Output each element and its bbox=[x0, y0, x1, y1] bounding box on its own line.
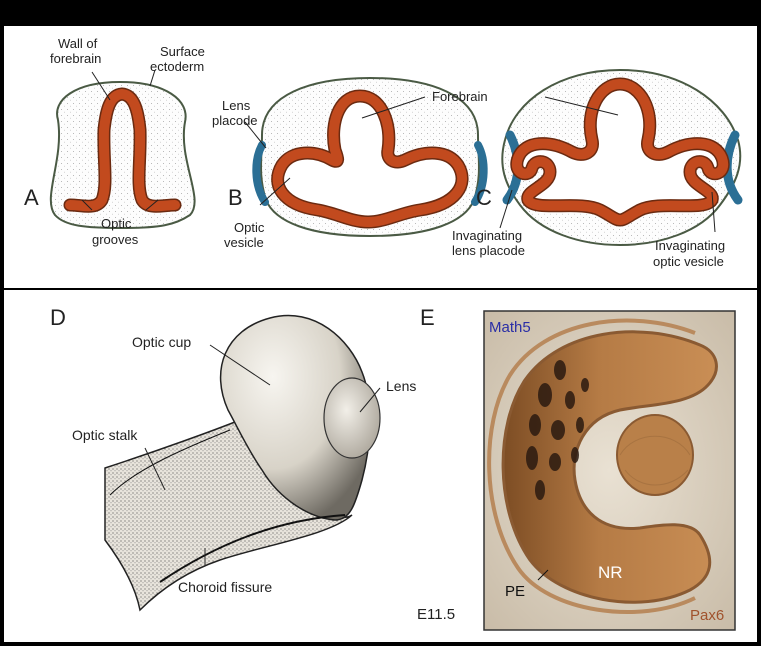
lens-shape bbox=[324, 378, 380, 458]
label-math5: Math5 bbox=[489, 319, 531, 336]
label-lens: Lens bbox=[386, 378, 416, 394]
label-optic-cup: Optic cup bbox=[132, 334, 191, 350]
label-pe: PE bbox=[505, 583, 525, 600]
panel-c-diagram bbox=[500, 70, 740, 245]
label-optic-grooves-1: Optic bbox=[101, 216, 132, 231]
label-invaginating-lens-1: Invaginating bbox=[452, 228, 522, 243]
label-nr: NR bbox=[598, 563, 623, 582]
label-wall-of-forebrain-1: Wall of bbox=[58, 36, 98, 51]
label-optic-grooves-2: grooves bbox=[92, 232, 139, 247]
label-optic-stalk: Optic stalk bbox=[72, 427, 138, 443]
label-surface-ectoderm-2: ectoderm bbox=[150, 59, 204, 74]
label-optic-vesicle-2: vesicle bbox=[224, 235, 264, 250]
label-pax6: Pax6 bbox=[690, 607, 724, 624]
label-lens-placode-2: placode bbox=[212, 113, 258, 128]
label-surface-ectoderm-1: Surface bbox=[160, 44, 205, 59]
label-lens-placode-1: Lens bbox=[222, 98, 251, 113]
label-choroid-fissure: Choroid fissure bbox=[178, 579, 272, 595]
label-invaginating-optic-2: optic vesicle bbox=[653, 254, 724, 269]
label-optic-vesicle-1: Optic bbox=[234, 220, 265, 235]
panel-e-letter: E bbox=[420, 305, 435, 330]
panel-d-letter: D bbox=[50, 305, 66, 330]
lens-vesicle bbox=[617, 415, 693, 495]
label-invaginating-optic-1: Invaginating bbox=[655, 238, 725, 253]
panel-c-letter: C bbox=[476, 185, 492, 210]
label-stage: E11.5 bbox=[417, 606, 455, 623]
label-invaginating-lens-2: lens placode bbox=[452, 243, 525, 258]
label-wall-of-forebrain-2: forebrain bbox=[50, 51, 101, 66]
panel-a-letter: A bbox=[24, 185, 39, 210]
label-forebrain: Forebrain bbox=[432, 89, 488, 104]
panel-b-letter: B bbox=[228, 185, 243, 210]
